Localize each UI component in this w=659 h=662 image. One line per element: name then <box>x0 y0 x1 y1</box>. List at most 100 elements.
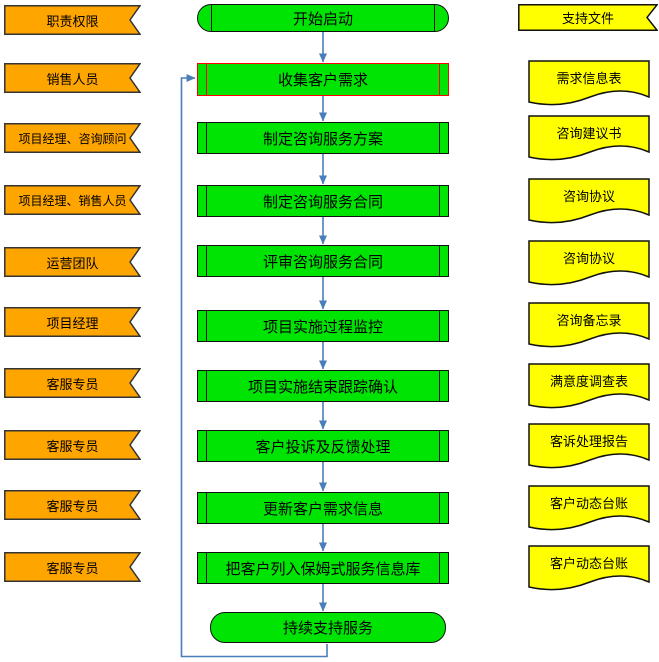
role-header-flag[interactable]: 职责权限 <box>4 5 141 35</box>
role-flag-2[interactable]: 项目经理、咨询顾问 <box>4 123 141 153</box>
box-divider-left <box>206 431 208 461</box>
role-label: 销售人员 <box>46 72 99 88</box>
process-step-label: 更新客户需求信息 <box>262 499 383 518</box>
process-step-label: 客户投诉及反馈处理 <box>255 437 391 456</box>
document-shape <box>528 302 650 348</box>
role-label: 项目经理、销售人员 <box>18 193 127 208</box>
document-label: 客户动态台账 <box>549 497 628 512</box>
flag-shape <box>4 490 141 520</box>
flag-shape <box>4 185 141 215</box>
role-label: 客服专员 <box>46 377 99 393</box>
document-1[interactable]: 需求信息表 <box>528 60 650 107</box>
role-flag-8[interactable]: 客服专员 <box>4 490 141 520</box>
box-divider-right <box>438 123 440 153</box>
role-label: 项目经理、咨询顾问 <box>18 131 127 146</box>
document-7[interactable]: 客诉处理报告 <box>528 423 650 470</box>
flag-shape <box>4 368 141 398</box>
box-divider-right <box>438 64 440 95</box>
process-step-4[interactable]: 评审咨询服务合同 <box>197 245 449 277</box>
flag-shape <box>4 430 141 460</box>
document-shape <box>528 240 650 286</box>
box-divider-left <box>206 64 208 95</box>
role-flag-3[interactable]: 项目经理、销售人员 <box>4 185 141 215</box>
document-shape <box>528 423 650 469</box>
box-divider-left <box>206 186 208 216</box>
flag-shape <box>4 552 141 582</box>
flag-shape <box>518 4 658 31</box>
document-label: 需求信息表 <box>556 72 622 87</box>
document-header-label: 支持文件 <box>561 12 614 27</box>
flag-shape <box>4 123 141 153</box>
process-step-8[interactable]: 更新客户需求信息 <box>197 492 449 524</box>
document-label: 咨询备忘录 <box>556 314 622 329</box>
document-5[interactable]: 咨询备忘录 <box>528 302 650 349</box>
box-divider-left <box>206 123 208 153</box>
box-divider-right <box>438 553 440 583</box>
document-label: 咨询协议 <box>562 252 615 267</box>
start-terminator[interactable]: 开始启动 <box>197 4 449 32</box>
box-divider-left <box>206 493 208 523</box>
role-header-label: 职责权限 <box>46 14 99 30</box>
document-shape <box>528 363 650 409</box>
role-flag-7[interactable]: 客服专员 <box>4 430 141 460</box>
document-label: 满意度调查表 <box>549 375 628 390</box>
process-step-9[interactable]: 把客户列入保姆式服务信息库 <box>197 552 449 584</box>
document-8[interactable]: 客户动态台账 <box>528 485 650 532</box>
process-step-label: 收集客户需求 <box>277 71 368 89</box>
document-label: 客诉处理报告 <box>549 435 628 450</box>
box-divider-right <box>438 246 440 276</box>
document-shape <box>528 60 650 106</box>
process-step-label: 制定咨询服务合同 <box>262 192 383 211</box>
box-divider-right <box>438 186 440 216</box>
box-divider-right <box>438 431 440 461</box>
document-6[interactable]: 满意度调查表 <box>528 363 650 410</box>
process-step-6[interactable]: 项目实施结束跟踪确认 <box>197 370 449 402</box>
role-label: 客服专员 <box>46 499 99 515</box>
document-shape <box>528 115 650 161</box>
process-step-2[interactable]: 制定咨询服务方案 <box>197 122 449 154</box>
document-shape <box>528 485 650 531</box>
role-label: 客服专员 <box>46 439 99 455</box>
role-label: 项目经理 <box>46 316 99 332</box>
end-label: 持续支持服务 <box>282 619 373 637</box>
role-flag-9[interactable]: 客服专员 <box>4 552 141 582</box>
role-flag-1[interactable]: 销售人员 <box>4 63 141 93</box>
process-step-label: 把客户列入保姆式服务信息库 <box>225 559 421 578</box>
process-step-1-selected[interactable]: 收集客户需求 <box>197 63 449 96</box>
box-divider-right <box>438 371 440 401</box>
document-4[interactable]: 咨询协议 <box>528 240 650 287</box>
document-label: 咨询建议书 <box>556 127 622 142</box>
terminator-divider-right <box>433 5 435 31</box>
flag-shape <box>4 247 141 277</box>
start-label: 开始启动 <box>292 9 353 28</box>
box-divider-left <box>206 553 208 583</box>
box-divider-right <box>438 493 440 523</box>
flag-shape <box>4 63 141 93</box>
process-step-label: 制定咨询服务方案 <box>262 129 383 148</box>
process-step-label: 项目实施过程监控 <box>262 317 383 336</box>
process-step-5[interactable]: 项目实施过程监控 <box>197 310 449 342</box>
process-step-label: 项目实施结束跟踪确认 <box>247 377 398 396</box>
role-label: 运营团队 <box>46 256 99 272</box>
document-2[interactable]: 咨询建议书 <box>528 115 650 162</box>
box-divider-left <box>206 246 208 276</box>
document-label: 客户动态台账 <box>549 557 628 572</box>
end-terminator[interactable]: 持续支持服务 <box>210 612 446 643</box>
role-flag-4[interactable]: 运营团队 <box>4 247 141 277</box>
process-step-3[interactable]: 制定咨询服务合同 <box>197 185 449 217</box>
flag-shape <box>4 5 141 35</box>
box-divider-left <box>206 371 208 401</box>
document-9[interactable]: 客户动态台账 <box>528 545 650 592</box>
box-divider-left <box>206 311 208 341</box>
process-step-label: 评审咨询服务合同 <box>262 252 383 271</box>
role-label: 客服专员 <box>46 561 99 577</box>
document-3[interactable]: 咨询协议 <box>528 178 650 225</box>
role-flag-6[interactable]: 客服专员 <box>4 368 141 398</box>
flag-shape <box>4 307 141 337</box>
document-header-flag[interactable]: 支持文件 <box>518 4 658 31</box>
document-shape <box>528 545 650 591</box>
role-flag-5[interactable]: 项目经理 <box>4 307 141 337</box>
box-divider-right <box>438 311 440 341</box>
process-step-7[interactable]: 客户投诉及反馈处理 <box>197 430 449 462</box>
